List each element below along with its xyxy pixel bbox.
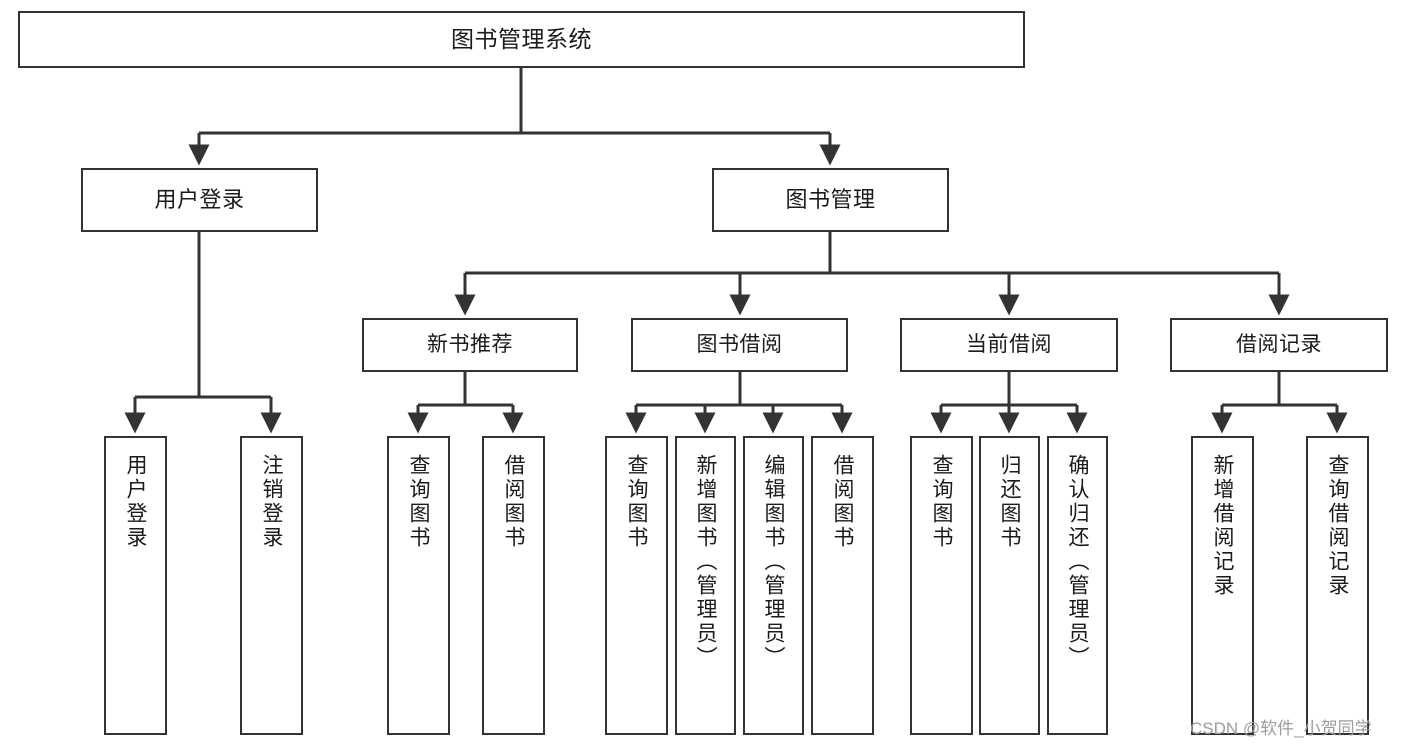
node-label: 查询借阅记录 [1326,454,1349,598]
node-new-book-recommend[interactable]: 新书推荐 [362,318,578,372]
node-leaf-borrow-book[interactable]: 借阅图书 [811,436,874,735]
node-label: 借阅记录 [1236,332,1322,356]
node-label: 图书借阅 [696,332,783,356]
node-label: 当前借阅 [966,332,1052,356]
node-label: 借阅图书 [502,454,525,550]
node-leaf-query-book-borrow[interactable]: 查询图书 [605,436,668,735]
node-leaf-query-borrow-record[interactable]: 查询借阅记录 [1306,436,1369,735]
node-label: 用户登录 [154,187,245,213]
node-book-borrow[interactable]: 图书借阅 [631,318,848,372]
node-label: 新增借阅记录 [1211,454,1234,598]
node-label: 新书推荐 [427,332,513,356]
node-label: 编辑图书（管理员） [762,454,785,670]
node-user-login[interactable]: 用户登录 [81,168,318,232]
node-leaf-query-book-current[interactable]: 查询图书 [910,436,973,735]
node-book-management[interactable]: 图书管理 [712,168,949,232]
node-leaf-borrow-book-recommend[interactable]: 借阅图书 [482,436,545,735]
node-label: 归还图书 [998,454,1021,550]
node-label: 确认归还（管理员） [1066,454,1089,670]
node-book-management-system[interactable]: 图书管理系统 [18,11,1025,68]
node-leaf-edit-book[interactable]: 编辑图书（管理员） [743,436,804,735]
node-leaf-return-book[interactable]: 归还图书 [979,436,1040,735]
node-label: 查询图书 [625,454,648,550]
node-leaf-confirm-return[interactable]: 确认归还（管理员） [1047,436,1108,735]
csdn-watermark: CSDN @软件_小贺同学 [1190,719,1372,738]
node-leaf-add-book[interactable]: 新增图书（管理员） [675,436,736,735]
node-leaf-query-book-recommend[interactable]: 查询图书 [387,436,450,735]
node-label: 查询图书 [930,454,953,550]
node-borrow-record[interactable]: 借阅记录 [1170,318,1388,372]
node-label: 图书管理 [785,187,876,213]
node-current-borrow[interactable]: 当前借阅 [900,318,1118,372]
node-leaf-user-login[interactable]: 用户登录 [104,436,167,735]
node-label: 查询图书 [407,454,430,550]
node-label: 借阅图书 [831,454,854,550]
node-leaf-logout-login[interactable]: 注销登录 [240,436,303,735]
node-label: 新增图书（管理员） [694,454,717,670]
node-label: 图书管理系统 [451,25,592,52]
node-leaf-add-borrow-record[interactable]: 新增借阅记录 [1191,436,1254,735]
node-label: 用户登录 [124,454,147,550]
node-label: 注销登录 [260,454,283,550]
